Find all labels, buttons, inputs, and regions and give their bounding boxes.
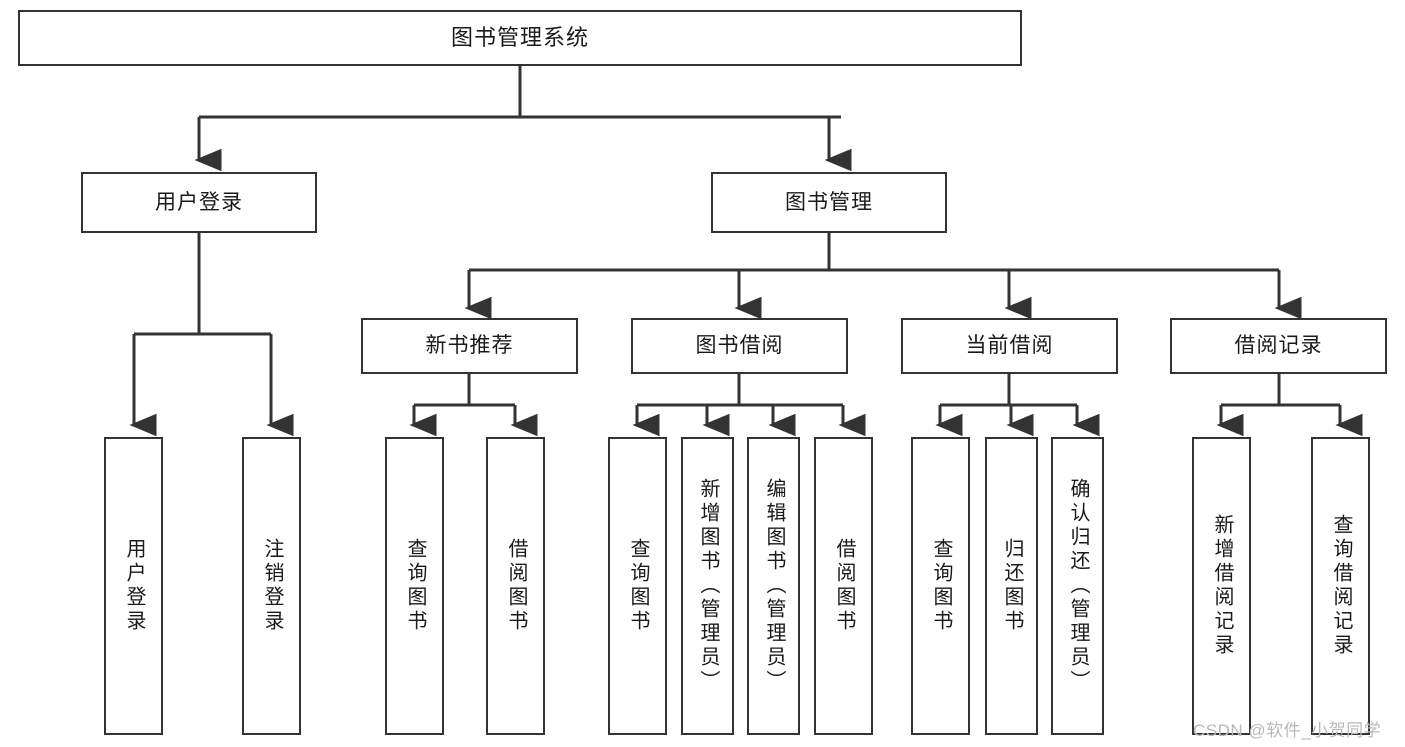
node-new-book-recommend[interactable]: 新书推荐 (361, 318, 578, 374)
node-leaf-add-book-label: 新增图书（管理员） (697, 478, 719, 694)
node-leaf-edit-book[interactable]: 编辑图书（管理员） (747, 437, 800, 735)
node-borrow-record-label: 借阅记录 (1234, 334, 1323, 358)
node-leaf-borrow-book-2-label: 借阅图书 (833, 538, 855, 634)
node-leaf-confirm-return[interactable]: 确认归还（管理员） (1051, 437, 1104, 735)
node-leaf-return-book-label: 归还图书 (1001, 538, 1023, 634)
node-root[interactable]: 图书管理系统 (18, 10, 1022, 66)
node-current-borrow-label: 当前借阅 (965, 334, 1054, 358)
node-leaf-query-book-2-label: 查询图书 (627, 538, 649, 634)
node-book-management-label: 图书管理 (785, 190, 873, 214)
node-leaf-query-record[interactable]: 查询借阅记录 (1311, 437, 1370, 735)
node-book-borrow[interactable]: 图书借阅 (631, 318, 848, 374)
node-leaf-borrow-book-1-label: 借阅图书 (505, 538, 527, 634)
node-leaf-logout[interactable]: 注销登录 (242, 437, 301, 735)
node-leaf-query-book-1-label: 查询图书 (404, 538, 426, 634)
node-leaf-confirm-return-label: 确认归还（管理员） (1067, 478, 1089, 694)
node-leaf-query-book-3[interactable]: 查询图书 (911, 437, 970, 735)
node-user-login[interactable]: 用户登录 (81, 172, 317, 233)
node-book-management[interactable]: 图书管理 (711, 172, 947, 233)
node-leaf-edit-book-label: 编辑图书（管理员） (763, 478, 785, 694)
node-leaf-user-login[interactable]: 用户登录 (104, 437, 163, 735)
node-leaf-user-login-label: 用户登录 (123, 538, 145, 634)
node-leaf-query-book-2[interactable]: 查询图书 (608, 437, 667, 735)
node-current-borrow[interactable]: 当前借阅 (901, 318, 1118, 374)
node-leaf-add-record[interactable]: 新增借阅记录 (1192, 437, 1251, 735)
node-borrow-record[interactable]: 借阅记录 (1170, 318, 1387, 374)
node-leaf-return-book[interactable]: 归还图书 (985, 437, 1038, 735)
node-leaf-query-book-3-label: 查询图书 (930, 538, 952, 634)
node-book-borrow-label: 图书借阅 (695, 334, 784, 358)
node-leaf-add-book[interactable]: 新增图书（管理员） (681, 437, 734, 735)
node-leaf-borrow-book-2[interactable]: 借阅图书 (814, 437, 873, 735)
node-leaf-logout-label: 注销登录 (261, 538, 283, 634)
node-new-book-recommend-label: 新书推荐 (425, 334, 514, 358)
node-leaf-query-record-label: 查询借阅记录 (1330, 514, 1352, 658)
node-leaf-borrow-book-1[interactable]: 借阅图书 (486, 437, 545, 735)
csdn-watermark: CSDN @软件_小贺同学 (1193, 721, 1382, 740)
node-leaf-query-book-1[interactable]: 查询图书 (385, 437, 444, 735)
node-user-login-label: 用户登录 (155, 190, 243, 214)
node-leaf-add-record-label: 新增借阅记录 (1211, 514, 1233, 658)
node-root-label: 图书管理系统 (450, 24, 589, 50)
